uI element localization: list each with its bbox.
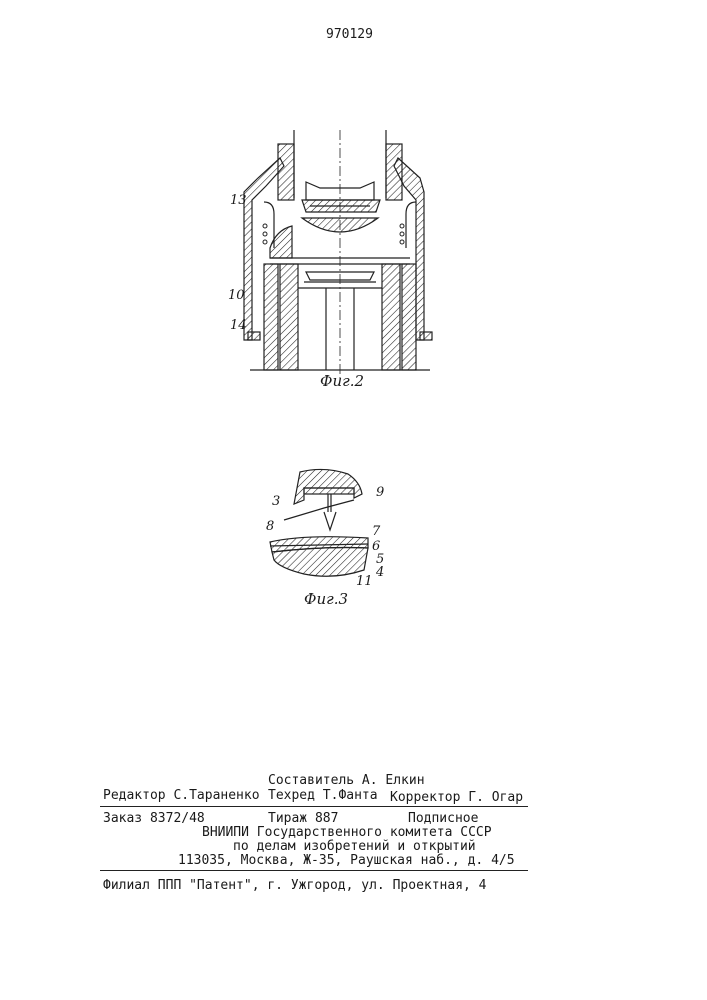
fig2-label-14: 14 bbox=[230, 318, 247, 333]
fig3-label-7: 7 bbox=[372, 524, 380, 539]
figure-2-drawing bbox=[230, 130, 430, 380]
subscription: Подписное bbox=[408, 811, 478, 826]
fig2-label-13: 13 bbox=[230, 193, 247, 208]
corrector: Корректор Г. Огар bbox=[390, 790, 523, 805]
circulation: Тираж 887 bbox=[268, 811, 338, 826]
fig2-caption: Фиг.2 bbox=[320, 372, 364, 390]
branch: Филиал ППП "Патент", г. Ужгород, ул. Про… bbox=[103, 878, 487, 893]
figure-3-drawing bbox=[264, 464, 374, 586]
address: 113035, Москва, Ж-35, Раушская наб., д. … bbox=[178, 853, 515, 868]
org-line-2: по делам изобретений и открытий bbox=[233, 839, 476, 854]
divider-1 bbox=[100, 806, 528, 807]
org-line-1: ВНИИПИ Государственного комитета СССР bbox=[202, 825, 492, 840]
fig3-label-3: 3 bbox=[272, 494, 280, 509]
compiler: Составитель А. Елкин bbox=[268, 773, 425, 788]
editor: Редактор С.Тараненко bbox=[103, 788, 260, 803]
patent-number: 970129 bbox=[326, 27, 373, 42]
fig3-caption: Фиг.3 bbox=[304, 590, 348, 608]
fig3-label-8: 8 bbox=[266, 519, 274, 534]
divider-2 bbox=[100, 870, 528, 871]
order: Заказ 8372/48 bbox=[103, 811, 205, 826]
fig3-label-11: 11 bbox=[356, 574, 373, 589]
fig3-label-4: 4 bbox=[376, 565, 384, 580]
techred: Техред Т.Фанта bbox=[268, 788, 378, 803]
fig3-label-9: 9 bbox=[376, 485, 384, 500]
fig2-label-10: 10 bbox=[228, 288, 245, 303]
